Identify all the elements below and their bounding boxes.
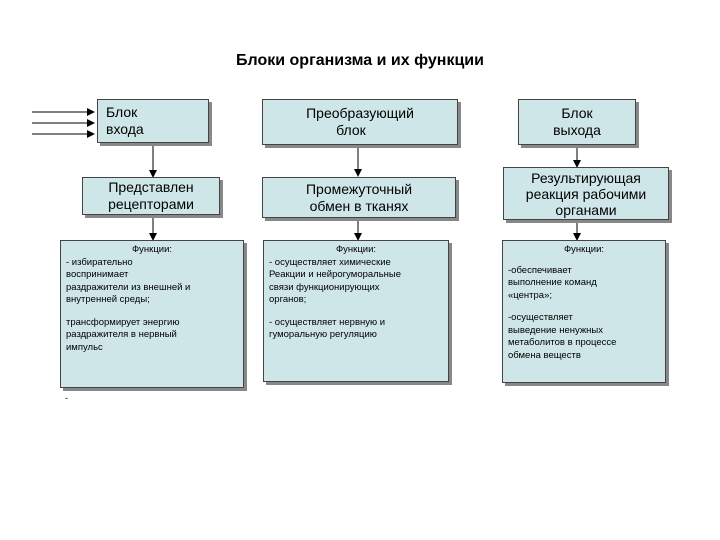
input-block-sub-line1: Представлен bbox=[108, 179, 194, 195]
input-functions-line: - избирательно bbox=[66, 256, 133, 268]
output-functions-line: -обеспечивает bbox=[508, 264, 572, 276]
diagram-title: Блоки организма и их функции bbox=[236, 52, 484, 69]
transform-functions-line: гуморальную регуляцию bbox=[269, 329, 377, 340]
input-functions-title: Функции: bbox=[131, 244, 173, 255]
output-block-header-line2: выхода bbox=[553, 122, 601, 138]
output-block-header-line1: Блок bbox=[561, 105, 593, 121]
input-block-sub-line2: рецепторами bbox=[108, 196, 194, 212]
transform-functions-line: - осуществляет химические bbox=[269, 256, 391, 268]
transform-block-header-line1: Преобразующий bbox=[306, 105, 414, 121]
transform-functions-line: Реакции и нейрогуморальные bbox=[269, 269, 402, 280]
input-functions-line: трансформирует энергию bbox=[66, 316, 180, 328]
input-block-header-line2: входа bbox=[106, 121, 144, 137]
output-block-header: Блок выхода bbox=[518, 99, 636, 145]
output-functions-line: -осуществляет bbox=[508, 312, 573, 323]
input-functions-line: внутренней среды; bbox=[66, 294, 150, 305]
transform-functions-line: - осуществляет нервную и bbox=[269, 316, 386, 328]
stray-dash: - bbox=[65, 393, 68, 403]
output-block-sub-line2: реакция рабочими bbox=[525, 185, 647, 202]
input-block-sub: Представлен рецепторами bbox=[82, 177, 220, 215]
transform-block-sub-line1: Промежуточный bbox=[305, 180, 413, 197]
output-functions-line: обмена веществ bbox=[508, 349, 581, 361]
output-block-sub-line3: органами bbox=[555, 201, 617, 218]
transform-functions-line: связи функционирующих bbox=[269, 281, 380, 293]
input-functions-line: импульс bbox=[66, 341, 103, 353]
input-functions-line: раздражителя в нервный bbox=[66, 329, 177, 340]
output-block-functions: Функции: -обеспечивает выполнение команд… bbox=[502, 240, 666, 383]
output-block-sub-line1: Результирующая bbox=[531, 169, 641, 186]
output-block-sub: Результирующая реакция рабочими органами bbox=[503, 167, 669, 220]
transform-functions-line: органов; bbox=[269, 294, 307, 305]
input-block-header: Блок входа bbox=[97, 99, 209, 143]
transform-block-header-line2: блок bbox=[336, 122, 366, 138]
transform-functions-title: Функции: bbox=[335, 244, 377, 255]
input-functions-line: воспринимает bbox=[66, 269, 129, 280]
transform-block-functions: Функции: - осуществляет химические Реакц… bbox=[263, 240, 449, 382]
output-functions-line: выведение ненужных bbox=[508, 324, 604, 336]
output-functions-line: метаболитов в процессе bbox=[508, 337, 617, 348]
transform-block-sub-line2: обмен в тканях bbox=[309, 197, 409, 214]
transform-block-header: Преобразующий блок bbox=[262, 99, 458, 145]
input-block-header-line1: Блок bbox=[106, 104, 138, 120]
transform-block-sub: Промежуточный обмен в тканях bbox=[262, 177, 456, 218]
output-functions-line: «центра»; bbox=[508, 289, 552, 301]
output-functions-title: Функции: bbox=[563, 244, 605, 255]
input-functions-line: раздражители из внешней и bbox=[66, 281, 191, 293]
output-functions-line: выполнение команд bbox=[508, 277, 597, 288]
input-block-functions: Функции: - избирательно воспринимает раз… bbox=[60, 240, 244, 388]
